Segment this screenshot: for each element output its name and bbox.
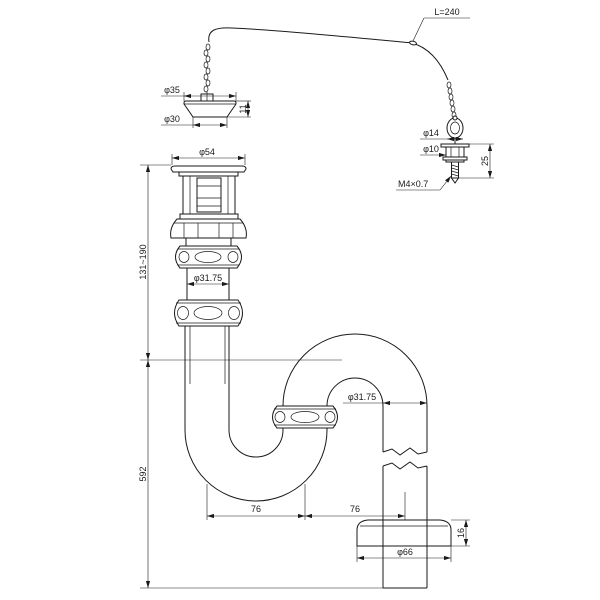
slip-nut-window (227, 251, 239, 263)
trap-pipe-diameter-label: φ31.75 (348, 392, 376, 402)
adjustable-height-label: 131~190 (138, 244, 148, 279)
s-trap-pipe: φ31.75 (184, 326, 428, 520)
drain-fitting: φ54 φ31.75 (170, 147, 247, 327)
flange-diameter-label: φ54 (199, 147, 215, 157)
chain-fixing-ring: φ14 φ10 25 M4×0.7 (396, 115, 494, 191)
stopper-top-diameter-label: φ35 (164, 85, 180, 95)
slip-nut-body (175, 245, 242, 269)
slip-nut-body (174, 299, 243, 327)
chain-link (203, 61, 209, 69)
ring-screw-tip (450, 177, 460, 184)
chain-link (205, 79, 211, 87)
drain-gasket (185, 237, 232, 247)
floor-flange-diameter-label: φ66 (397, 547, 413, 557)
ring-outer (446, 117, 464, 139)
slip-nut-window (274, 411, 286, 423)
slip-nut-window (228, 306, 240, 320)
ring-screw-thread (451, 164, 459, 177)
offset-left-label: 76 (251, 504, 261, 514)
chain-link (205, 43, 211, 51)
rubber-stopper: φ35 φ30 11 (161, 85, 251, 128)
ring-eye (452, 115, 458, 121)
chain-link (203, 85, 209, 93)
stopper-body (183, 100, 237, 118)
thread-label: M4×0.7 (398, 179, 428, 189)
slip-nut-window (194, 251, 222, 263)
drain-flange (170, 165, 247, 173)
drain-washer (179, 213, 239, 220)
slip-nut-upper (175, 245, 242, 269)
offset-dimensions: 76 76 (206, 484, 406, 520)
floor-flange-height-label: 16 (456, 528, 466, 538)
fixing-height-label: 25 (480, 156, 490, 166)
ring-chain (446, 81, 457, 119)
drain-neck (178, 171, 239, 177)
slip-nut-trap (272, 405, 338, 429)
trap-bottom-bend-inner (228, 326, 284, 458)
slip-nut-window (178, 251, 190, 263)
stopper-height-label: 11 (238, 104, 248, 113)
chain-link (205, 55, 211, 63)
ring-nut (445, 146, 465, 158)
slip-nut-window (290, 411, 320, 423)
height-dimensions: 131~190 592 (138, 164, 383, 589)
slip-nut-window (193, 306, 223, 320)
chain-cable (208, 27, 449, 81)
slip-nut-window (324, 411, 336, 423)
offset-right-label: 76 (350, 504, 360, 514)
thread-leader-diagonal (439, 175, 452, 191)
trap-top-bend-inner (326, 377, 384, 452)
floor-flange-body (356, 519, 452, 547)
chain-assembly: L=240 (203, 7, 470, 119)
washer-diameter-label: φ10 (423, 144, 439, 154)
lock-nut (170, 218, 247, 239)
cable-crimp (409, 40, 417, 46)
stopper-bottom-diameter-label: φ30 (164, 114, 180, 124)
chain-length-label: L=240 (434, 7, 459, 17)
overall-height-label: 592 (138, 466, 148, 481)
chain-link (203, 73, 209, 81)
tailpiece-diameter-label: φ31.75 (194, 273, 222, 283)
trap-top-bend-outer (282, 333, 428, 452)
slip-nut-body (272, 405, 338, 429)
ring-diameter-label: φ14 (423, 128, 439, 138)
ring-inner (450, 121, 460, 135)
slip-nut-lower (174, 299, 243, 327)
chain-length-leader (412, 17, 425, 42)
drain-core (196, 177, 222, 213)
trap-bottom-bend-outer (184, 326, 328, 502)
pipe-break-lower (382, 461, 428, 470)
floor-flange: 16 φ66 (356, 519, 470, 589)
chain-link (203, 49, 209, 57)
stopper-chain (203, 43, 211, 93)
slip-nut-window (177, 306, 189, 320)
chain-link (205, 67, 211, 75)
pipe-break-upper (382, 447, 428, 456)
